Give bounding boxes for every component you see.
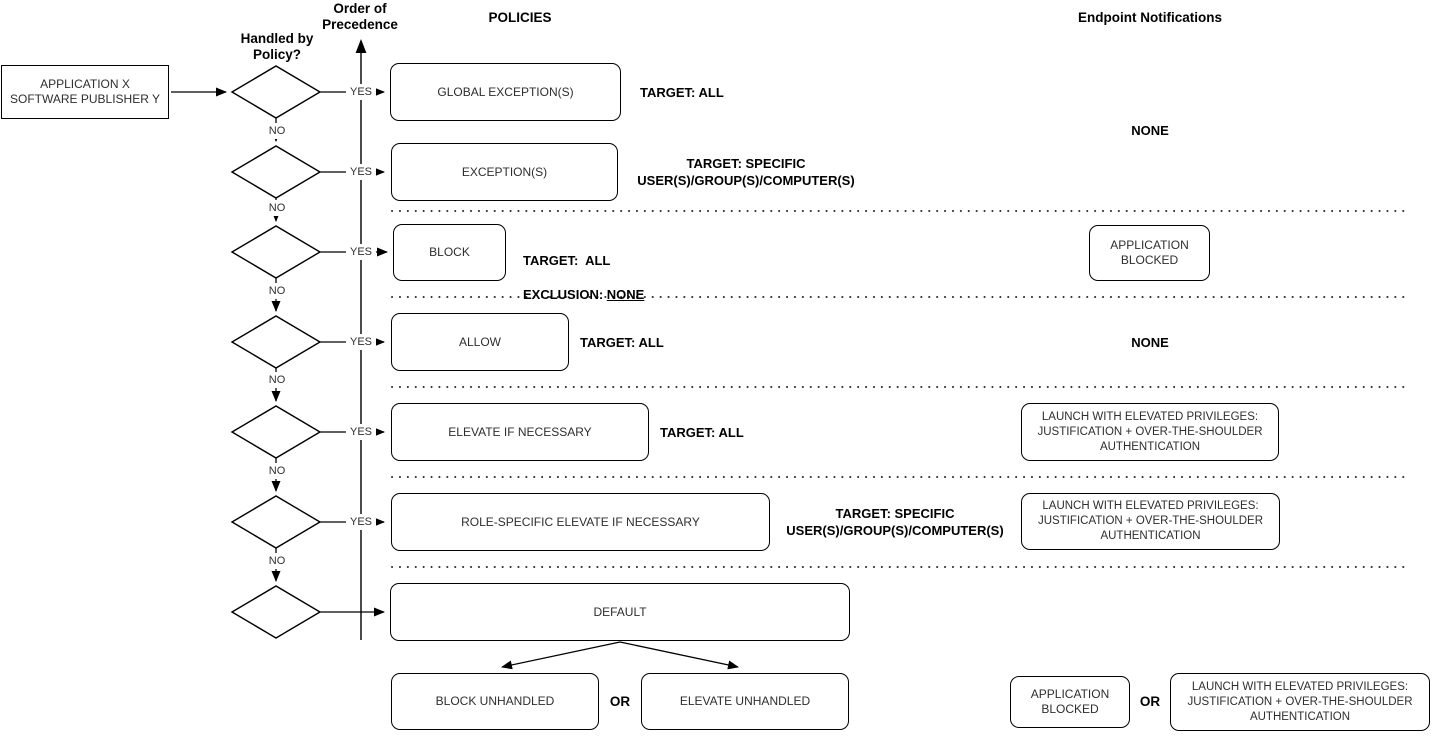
notification-label-default-blocked: APPLICATION BLOCKED (1030, 687, 1110, 716)
target-block-exclusion-prefix: EXCLUSION: (523, 287, 607, 302)
policy-box-role-specific-elevate: ROLE-SPECIFIC ELEVATE IF NECESSARY (391, 493, 770, 551)
target-note-exceptions: TARGET: SPECIFIC USER(S)/GROUP(S)/COMPUT… (637, 156, 855, 188)
yes-label-5: YES (346, 424, 376, 440)
yes-label-1: YES (346, 84, 376, 100)
notification-box-default-blocked: APPLICATION BLOCKED (1010, 676, 1130, 728)
target-note-allow: TARGET: ALL (580, 335, 664, 350)
notification-label-application-blocked: APPLICATION BLOCKED (1110, 238, 1189, 267)
notification-box-elevate: LAUNCH WITH ELEVATED PRIVILEGES: JUSTIFI… (1021, 403, 1279, 461)
notification-label-elevate: LAUNCH WITH ELEVATED PRIVILEGES: JUSTIFI… (1037, 410, 1263, 453)
decision-diamond-5 (230, 405, 322, 459)
policy-label-global-exceptions: GLOBAL EXCEPTION(S) (437, 84, 574, 99)
notification-box-default-elevated: LAUNCH WITH ELEVATED PRIVILEGES: JUSTIFI… (1170, 673, 1430, 731)
target-note-elevate-if-necessary: TARGET: ALL (660, 425, 744, 440)
notification-box-application-blocked: APPLICATION BLOCKED (1089, 225, 1210, 281)
policy-box-allow: ALLOW (391, 313, 569, 371)
notification-box-role-specific: LAUNCH WITH ELEVATED PRIVILEGES: JUSTIFI… (1021, 493, 1280, 550)
no-label-5: NO (262, 463, 292, 479)
yes-label-2: YES (346, 164, 376, 180)
yes-label-4: YES (346, 334, 376, 350)
decision-diamond-1 (230, 65, 322, 119)
precedence-axis-arrowhead-up (355, 39, 367, 53)
outcome-box-block-unhandled: BLOCK UNHANDLED (391, 673, 599, 730)
or-separator-outcomes: OR (609, 694, 631, 709)
target-note-block: TARGET: ALL EXCLUSION: NONE (523, 235, 644, 320)
or-separator-notifications: OR (1139, 694, 1161, 709)
policy-label-default: DEFAULT (593, 604, 647, 619)
no-label-2: NO (262, 200, 292, 216)
policies-header: POLICIES (488, 10, 552, 25)
handled-by-policy-header: Handled by Policy? (240, 31, 314, 62)
target-note-global-exceptions: TARGET: ALL (640, 85, 724, 100)
source-application-label: APPLICATION X SOFTWARE PUBLISHER Y (9, 77, 161, 106)
target-note-block-line1: TARGET: ALL (523, 252, 644, 269)
decision-diamond-2 (230, 145, 322, 199)
no-label-1: NO (262, 123, 292, 139)
yes-label-6: YES (346, 514, 376, 530)
outcome-label-block-unhandled: BLOCK UNHANDLED (435, 694, 555, 708)
outcome-label-elevate-unhandled: ELEVATE UNHANDLED (679, 694, 811, 708)
policy-box-elevate-if-necessary: ELEVATE IF NECESSARY (391, 403, 649, 461)
yes-label-3: YES (346, 244, 376, 260)
policy-label-elevate-if-necessary: ELEVATE IF NECESSARY (448, 424, 592, 439)
policy-label-exceptions: EXCEPTION(S) (461, 164, 548, 179)
order-of-precedence-header: Order of Precedence (322, 1, 398, 32)
notification-label-role-specific: LAUNCH WITH ELEVATED PRIVILEGES: JUSTIFI… (1037, 500, 1263, 542)
outcome-box-elevate-unhandled: ELEVATE UNHANDLED (641, 673, 849, 730)
policy-label-allow: ALLOW (458, 334, 501, 349)
decision-diamond-3 (230, 225, 322, 279)
no-label-4: NO (262, 372, 292, 388)
no-label-6: NO (262, 553, 292, 569)
policy-box-default: DEFAULT (390, 583, 850, 641)
target-note-block-line2: EXCLUSION: NONE (523, 286, 644, 303)
policy-label-block: BLOCK (429, 245, 470, 259)
target-block-exclusion-value: NONE (606, 287, 645, 302)
endpoint-notifications-header: Endpoint Notifications (1078, 10, 1222, 25)
arrow-default-to-block-unhandled (501, 641, 621, 670)
target-block-target-all: TARGET: ALL (523, 253, 611, 268)
target-note-role-specific: TARGET: SPECIFIC USER(S)/GROUP(S)/COMPUT… (786, 506, 1004, 538)
arrow-default-to-elevate-unhandled (619, 641, 739, 670)
policy-box-block: BLOCK (393, 224, 506, 281)
notification-label-default-elevated: LAUNCH WITH ELEVATED PRIVILEGES: JUSTIFI… (1187, 680, 1413, 723)
policy-box-global-exceptions: GLOBAL EXCEPTION(S) (390, 63, 621, 121)
decision-diamond-7 (230, 585, 322, 639)
policy-label-role-specific-elevate: ROLE-SPECIFIC ELEVATE IF NECESSARY (461, 514, 700, 529)
policy-box-exceptions: EXCEPTION(S) (391, 143, 618, 201)
source-application-box: APPLICATION X SOFTWARE PUBLISHER Y (1, 65, 169, 119)
decision-diamond-4 (230, 315, 322, 369)
notification-none-allow: NONE (1131, 335, 1169, 350)
no-label-3: NO (262, 283, 292, 299)
decision-diamond-6 (230, 495, 322, 549)
notification-none-exceptions: NONE (1131, 123, 1169, 138)
